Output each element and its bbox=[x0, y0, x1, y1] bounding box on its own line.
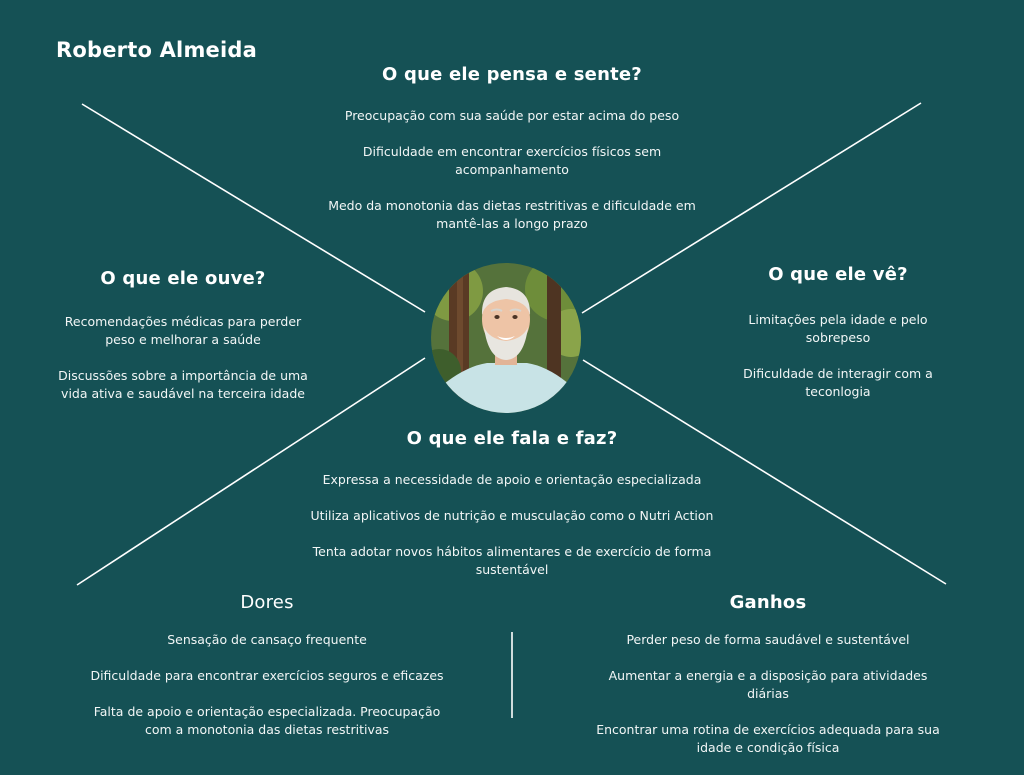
divider-line-bottom-right bbox=[582, 359, 947, 585]
divider-line-top-right bbox=[581, 102, 922, 314]
says-item: Tenta adotar novos hábitos alimentares e… bbox=[312, 544, 712, 577]
pains-title: Dores bbox=[240, 592, 294, 613]
gains-item: Perder peso de forma saudável e sustentá… bbox=[626, 632, 910, 647]
says-and-does-section: O que ele fala e faz? Expressa a necessi… bbox=[296, 428, 728, 597]
sees-section: O que ele vê? Limitações pela idade e pe… bbox=[738, 264, 938, 419]
thinks-item: Medo da monotonia das dietas restritivas… bbox=[328, 198, 696, 231]
sees-title: O que ele vê? bbox=[768, 264, 908, 285]
persona-avatar bbox=[431, 263, 581, 413]
gains-list: Perder peso de forma saudável e sustentá… bbox=[596, 631, 940, 757]
thinks-and-feels-section: O que ele pensa e sente? Preocupação com… bbox=[322, 64, 702, 251]
thinks-item: Dificuldade em encontrar exercícios físi… bbox=[362, 144, 662, 177]
says-title: O que ele fala e faz? bbox=[406, 428, 618, 449]
gains-section: Ganhos Perder peso de forma saudável e s… bbox=[596, 592, 940, 775]
pains-item: Falta de apoio e orientação especializad… bbox=[93, 704, 441, 737]
divider-line-bottom-left bbox=[76, 357, 426, 586]
thinks-list: Preocupação com sua saúde por estar acim… bbox=[322, 107, 702, 233]
gains-item: Aumentar a energia e a disposição para a… bbox=[608, 668, 928, 701]
hears-list: Recomendações médicas para perder peso e… bbox=[50, 313, 316, 403]
avatar-illustration bbox=[431, 263, 581, 413]
says-item: Utiliza aplicativos de nutrição e muscul… bbox=[310, 508, 714, 523]
divider-line-top-left bbox=[81, 103, 426, 313]
hears-item: Discussões sobre a importância de uma vi… bbox=[58, 368, 308, 401]
says-list: Expressa a necessidade de apoio e orient… bbox=[296, 471, 728, 579]
pains-section: Dores Sensação de cansaço frequente Difi… bbox=[88, 592, 446, 757]
gains-item: Encontrar uma rotina de exercícios adequ… bbox=[596, 722, 940, 755]
thinks-title: O que ele pensa e sente? bbox=[382, 64, 642, 85]
pains-list: Sensação de cansaço frequente Dificuldad… bbox=[88, 631, 446, 739]
pains-item: Sensação de cansaço frequente bbox=[167, 632, 367, 647]
hears-item: Recomendações médicas para perder peso e… bbox=[64, 314, 302, 347]
gains-title: Ganhos bbox=[729, 592, 807, 613]
pains-item: Dificuldade para encontrar exercícios se… bbox=[90, 668, 444, 683]
sees-item: Dificuldade de interagir com a teconlogi… bbox=[743, 366, 933, 399]
sees-list: Limitações pela idade e pelo sobrepeso D… bbox=[738, 311, 938, 401]
hears-title: O que ele ouve? bbox=[100, 268, 266, 289]
hears-section: O que ele ouve? Recomendações médicas pa… bbox=[50, 268, 316, 421]
persona-name: Roberto Almeida bbox=[56, 38, 257, 62]
says-item: Expressa a necessidade de apoio e orient… bbox=[322, 472, 702, 487]
sees-item: Limitações pela idade e pelo sobrepeso bbox=[748, 312, 928, 345]
thinks-item: Preocupação com sua saúde por estar acim… bbox=[344, 108, 680, 123]
